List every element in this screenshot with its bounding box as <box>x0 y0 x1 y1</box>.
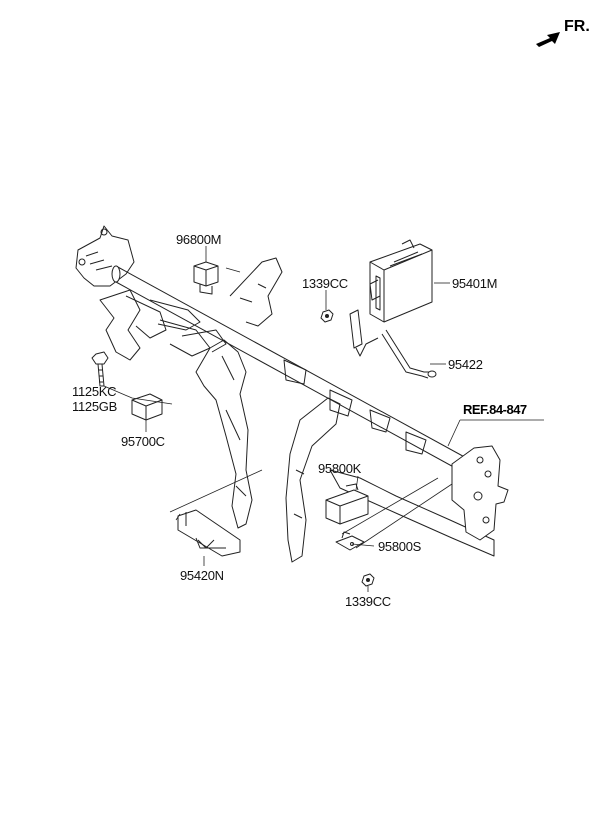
part-95800k-shape <box>325 483 369 525</box>
part-95420n-shape <box>177 509 241 557</box>
cowl-cross-bar-assembly <box>75 225 509 563</box>
label-95700c: 95700C <box>121 434 165 449</box>
forward-arrow-icon <box>536 32 560 47</box>
part-1125-bolt-shape <box>91 351 109 387</box>
part-95401m-shape <box>369 239 433 323</box>
part-1339cc-bottom-shape <box>361 573 375 587</box>
label-95800s: 95800S <box>378 539 422 554</box>
label-95422: 95422 <box>448 357 483 372</box>
label-1339cc-bottom: 1339CC <box>345 594 391 609</box>
label-96800m: 96800M <box>176 232 221 247</box>
fr-label: FR. <box>564 18 590 35</box>
label-95401m: 95401M <box>452 276 497 291</box>
label-95800k: 95800K <box>318 461 362 476</box>
part-95700c-shape <box>131 393 163 421</box>
forward-indicator: FR. <box>536 18 590 47</box>
label-1125gb: 1125GB <box>72 399 117 414</box>
part-1339cc-top-shape <box>320 309 334 323</box>
label-95420n: 95420N <box>180 568 224 583</box>
part-96800m-shape <box>193 261 219 295</box>
leader-lines <box>103 246 544 592</box>
part-labels: 96800M 1339CC 95401M 95422 1125KC 1125GB… <box>72 232 527 609</box>
label-1125kc: 1125KC <box>72 384 116 399</box>
part-95422-shape <box>349 309 437 379</box>
reference-label: REF.84-847 <box>463 402 527 417</box>
part-95800s-shape <box>335 531 365 551</box>
label-1339cc-top: 1339CC <box>302 276 348 291</box>
